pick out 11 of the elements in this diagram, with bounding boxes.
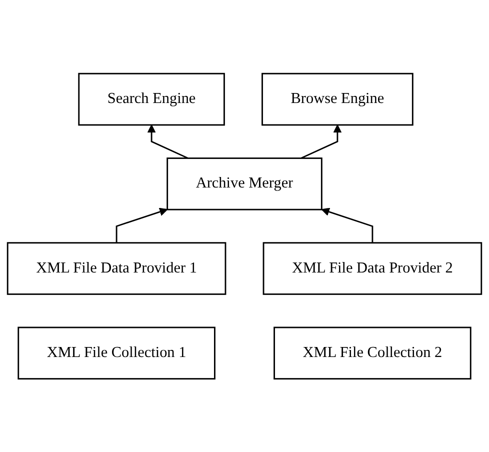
arrow xyxy=(321,208,374,243)
arrow xyxy=(300,124,342,159)
node-box: XML File Collection 1 xyxy=(18,326,216,380)
arrow xyxy=(116,208,168,243)
node-box: Browse Engine xyxy=(262,72,414,126)
node-box: Archive Merger xyxy=(166,157,322,210)
node-box: Search Engine xyxy=(78,72,225,126)
node-box: XML File Data Provider 1 xyxy=(6,242,226,295)
node-box: XML File Collection 2 xyxy=(274,326,472,380)
node-box: XML File Data Provider 2 xyxy=(262,242,482,295)
arrow xyxy=(147,124,188,159)
